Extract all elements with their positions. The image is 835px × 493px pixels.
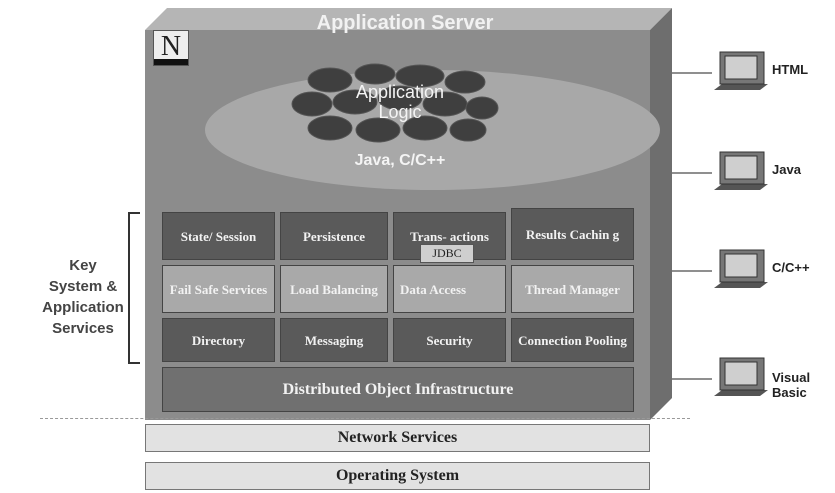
service-fail-safe: Fail Safe Services bbox=[162, 265, 275, 313]
client-label-java: Java bbox=[772, 162, 801, 177]
server-top-face bbox=[145, 8, 672, 30]
client-connector-vb bbox=[672, 378, 712, 380]
key-label-line-3: Application bbox=[42, 299, 124, 316]
tier-separator bbox=[40, 418, 690, 419]
service-load-balancing: Load Balancing bbox=[280, 265, 388, 313]
service-connection-pooling: Connection Pooling bbox=[511, 318, 634, 362]
service-state-session: State/ Session bbox=[162, 212, 275, 260]
monitor-icon bbox=[714, 51, 768, 90]
service-messaging: Messaging bbox=[280, 318, 388, 362]
server-side-face bbox=[650, 8, 672, 420]
application-logic-label: Application Logic bbox=[320, 82, 480, 122]
client-label-visual-line-1: Visual bbox=[772, 370, 811, 385]
client-connector-java bbox=[672, 172, 712, 174]
monitor-icon bbox=[714, 249, 768, 288]
service-persistence: Persistence bbox=[280, 212, 388, 260]
client-label-visual-line-2: Basic bbox=[772, 385, 807, 400]
operating-system-layer: Operating System bbox=[145, 462, 650, 490]
key-label-line-1: Key bbox=[69, 257, 97, 274]
logic-cloud-icon bbox=[291, 63, 499, 143]
client-connector-html bbox=[672, 72, 712, 74]
service-data-access: Data Access bbox=[393, 265, 506, 313]
network-services-layer: Network Services bbox=[145, 424, 650, 452]
key-services-label: Key System & Application Services bbox=[38, 255, 128, 339]
jdbc-label: JDBC bbox=[420, 244, 474, 263]
key-services-bracket bbox=[128, 212, 140, 364]
service-directory: Directory bbox=[162, 318, 275, 362]
logic-languages: Java, C/C++ bbox=[354, 152, 446, 169]
key-label-line-4: Services bbox=[52, 320, 114, 337]
logic-line-1: Application bbox=[355, 82, 445, 102]
monitor-icon bbox=[714, 357, 768, 396]
service-thread-manager: Thread Manager bbox=[511, 265, 634, 313]
client-connector-cpp bbox=[672, 270, 712, 272]
monitor-icon bbox=[714, 151, 768, 190]
service-security: Security bbox=[393, 318, 506, 362]
key-label-line-2: System & bbox=[48, 278, 118, 295]
client-label-html: HTML bbox=[772, 62, 809, 77]
client-label-cpp: C/C++ bbox=[772, 260, 810, 275]
server-title: Application Server bbox=[316, 12, 494, 34]
netscape-logo: N bbox=[153, 30, 189, 66]
distributed-object-infrastructure: Distributed Object Infrastructure bbox=[162, 367, 634, 412]
client-label-visual: Visual Basic bbox=[772, 370, 810, 400]
service-results-caching: Results Cachin g bbox=[511, 208, 634, 260]
logic-line-2: Logic bbox=[378, 102, 422, 122]
